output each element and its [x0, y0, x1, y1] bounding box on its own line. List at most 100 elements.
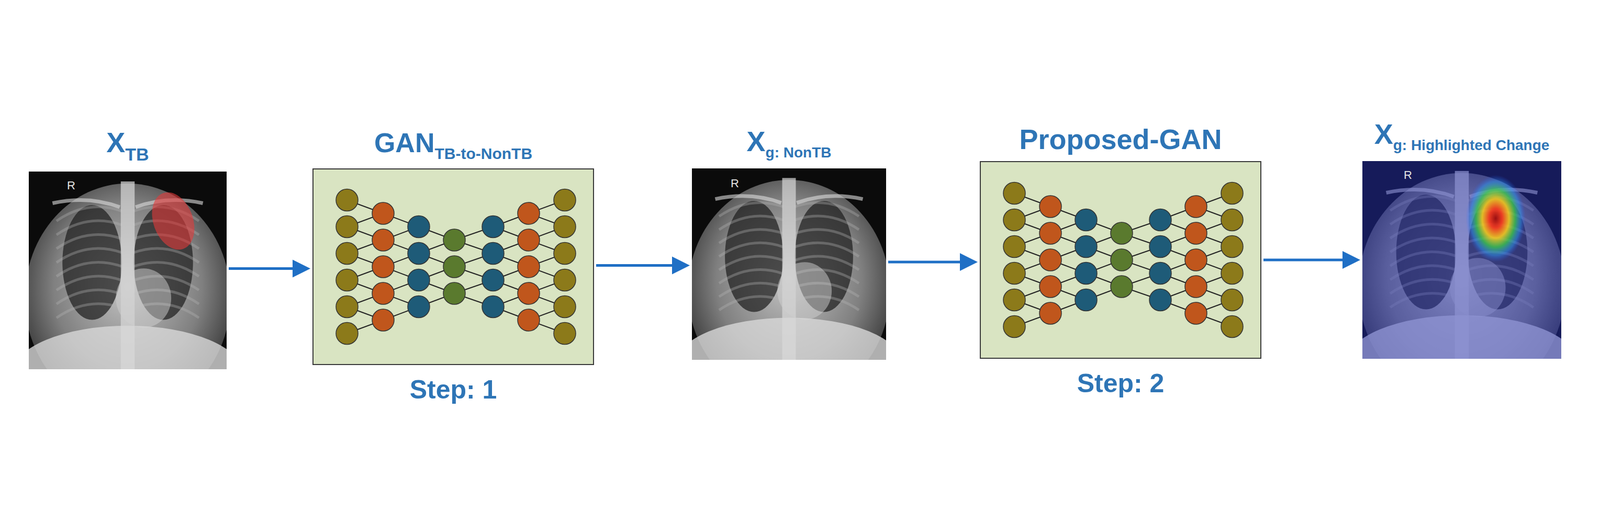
neuron — [336, 296, 358, 319]
neuron — [336, 216, 358, 239]
rib — [719, 242, 783, 257]
neuron — [482, 296, 505, 319]
flow-arrow — [1263, 251, 1361, 270]
heading: Xg: Highlighted Change — [1374, 118, 1550, 154]
neuron — [482, 242, 505, 265]
neuron — [1110, 275, 1133, 298]
heading-subscript: TB-to-NonTB — [434, 144, 533, 163]
heading-text: X — [106, 126, 126, 159]
neuron — [1184, 302, 1207, 325]
neuron — [1039, 275, 1062, 298]
neuron — [553, 269, 576, 292]
xray-picture — [691, 168, 887, 361]
neuron — [1184, 249, 1207, 272]
arrow-line — [1263, 259, 1345, 262]
heading-text: X — [746, 125, 766, 158]
neuron — [372, 309, 395, 332]
neuron — [482, 216, 505, 239]
rib — [719, 229, 783, 244]
xray-image: XTB — [28, 171, 227, 370]
xray-image: Xg: Highlighted Change — [1362, 161, 1562, 360]
neuron — [1039, 195, 1062, 218]
neuron — [1075, 289, 1098, 312]
neuron — [336, 242, 358, 265]
neuron — [482, 269, 505, 292]
neuron — [1110, 222, 1133, 245]
neuron — [1221, 316, 1244, 339]
rib — [795, 216, 859, 230]
neuron — [517, 229, 540, 252]
xray-background — [1362, 161, 1562, 360]
neuron — [336, 189, 358, 212]
neuron — [443, 282, 466, 305]
step-label: Step: 2 — [1077, 369, 1165, 399]
heading-text: Proposed-GAN — [1019, 123, 1222, 155]
xray-image: Xg: NonTB — [691, 168, 887, 361]
rib — [56, 220, 122, 236]
rib — [719, 270, 783, 284]
neuron — [407, 269, 430, 292]
neuron — [1184, 195, 1207, 218]
rib — [719, 283, 783, 297]
neuron — [1221, 262, 1244, 285]
neuron — [1075, 262, 1098, 285]
heatmap-hotspot — [1466, 174, 1526, 262]
neuron — [553, 189, 576, 212]
arrowhead — [1342, 251, 1361, 270]
neuron — [372, 282, 395, 305]
arrowhead — [672, 256, 690, 275]
clavicle — [796, 196, 863, 204]
orientation-marker: R — [730, 177, 740, 190]
neuron — [1003, 209, 1026, 232]
neuron — [553, 242, 576, 265]
heart — [777, 262, 832, 320]
neuron — [1221, 209, 1244, 232]
neuron — [407, 296, 430, 319]
rib — [56, 235, 122, 250]
neuron — [336, 322, 358, 345]
step-label: Step: 1 — [409, 375, 498, 405]
gan-box: GANTB-to-NonTBStep: 1 — [312, 168, 595, 366]
rib — [56, 276, 122, 291]
heading-subscript: g: Highlighted Change — [1393, 137, 1550, 154]
heading-text: GAN — [374, 127, 435, 159]
neuron — [407, 216, 430, 239]
neuron — [1075, 236, 1098, 259]
arrow-line — [888, 261, 962, 264]
neuron — [372, 229, 395, 252]
diaphragm — [28, 326, 227, 370]
rib — [56, 289, 122, 305]
neuron — [1039, 249, 1062, 272]
neuron — [443, 229, 466, 252]
neuron — [1221, 289, 1244, 312]
heart — [115, 268, 172, 328]
heading: XTB — [106, 127, 149, 165]
orientation-marker: R — [66, 180, 76, 192]
arrow-line — [228, 267, 295, 271]
box-fill — [312, 168, 595, 366]
rib — [719, 216, 783, 230]
neuron — [372, 202, 395, 225]
rib — [719, 256, 783, 271]
neuron — [553, 296, 576, 319]
neuron — [1003, 316, 1026, 339]
neuron — [1039, 222, 1062, 245]
orientation-marker: R — [1403, 169, 1413, 182]
clavicle — [715, 196, 782, 204]
neuron — [372, 255, 395, 278]
neuron — [1003, 236, 1026, 259]
rib — [719, 296, 783, 311]
neuron — [1003, 289, 1026, 312]
neuron — [1149, 262, 1172, 285]
xray-picture — [28, 171, 227, 370]
heading-text: X — [1374, 118, 1394, 150]
rib — [56, 207, 122, 222]
neuron — [1184, 275, 1207, 298]
neuron — [1149, 209, 1172, 232]
neuron — [1075, 209, 1098, 232]
tb-region — [144, 186, 203, 256]
neuron — [553, 216, 576, 239]
neuron — [1221, 236, 1244, 259]
